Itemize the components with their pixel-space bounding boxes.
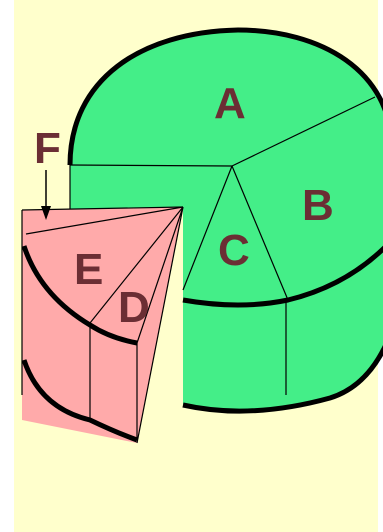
label-b: B [302, 181, 334, 230]
label-d: D [118, 283, 150, 332]
label-e: E [74, 245, 103, 294]
label-c: C [218, 226, 250, 275]
label-f: F [34, 124, 61, 173]
label-a: A [214, 79, 246, 128]
